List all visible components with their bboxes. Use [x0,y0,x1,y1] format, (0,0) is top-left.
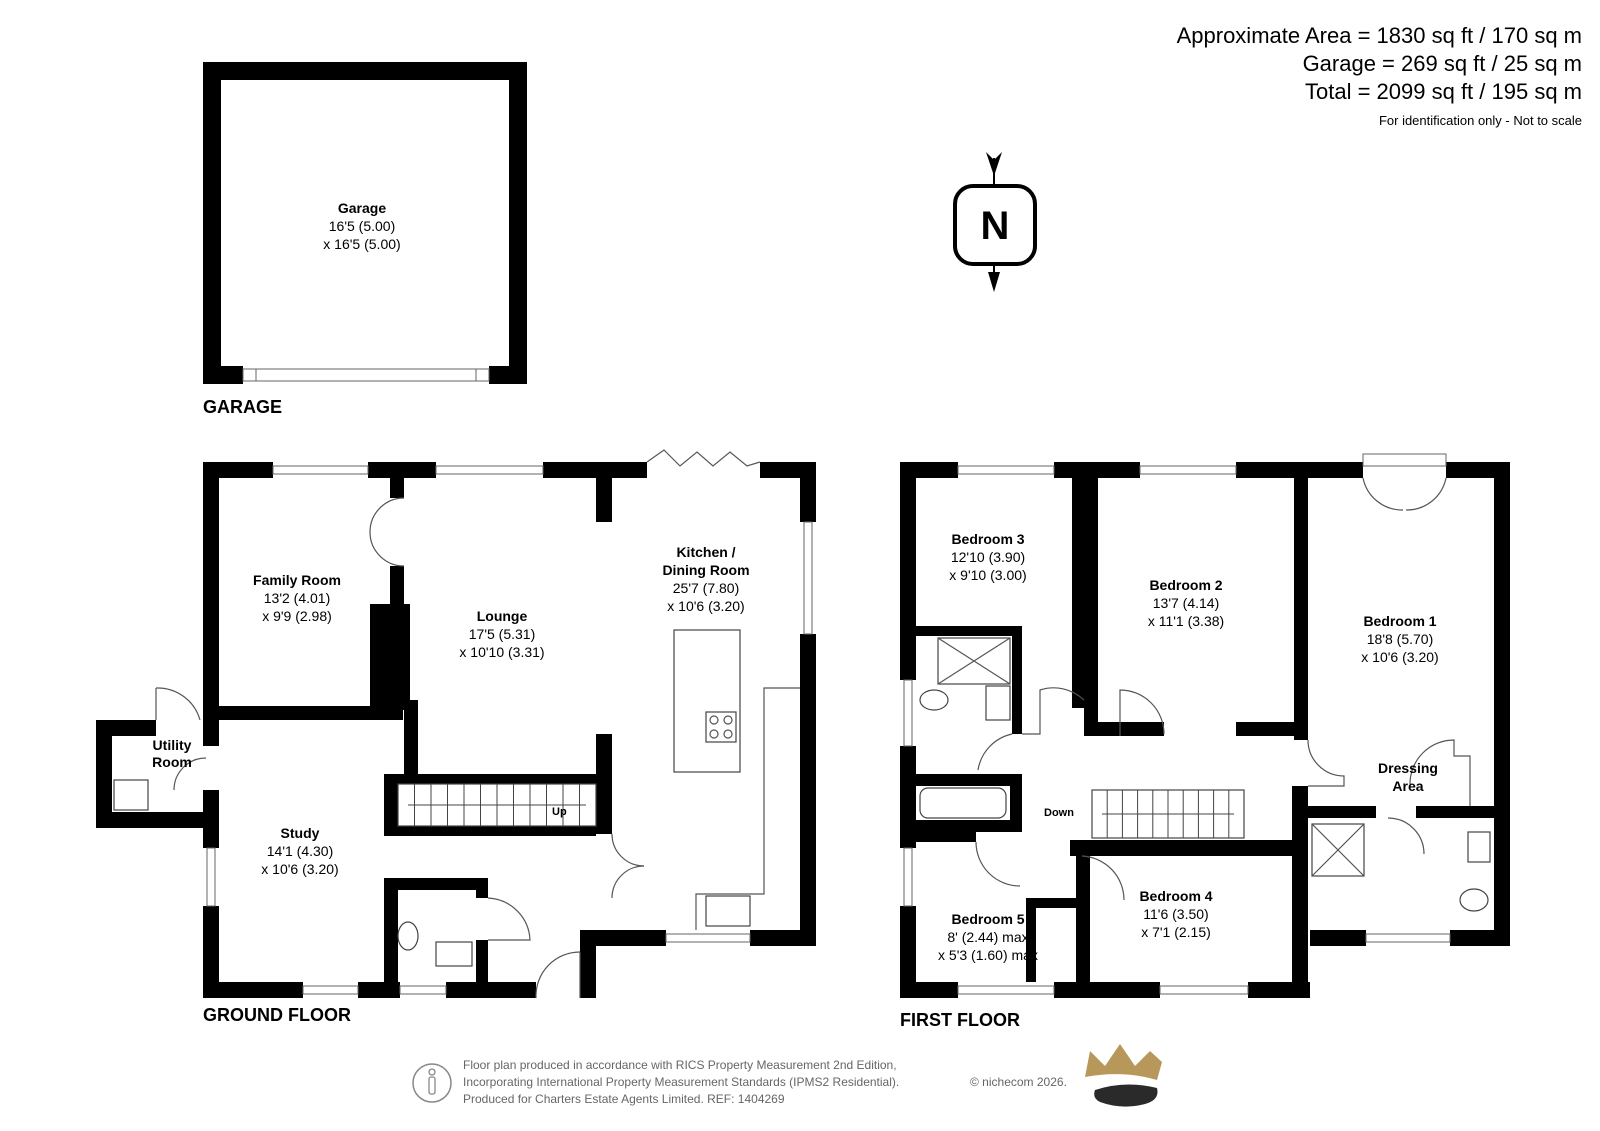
svg-text:x 10'6 (3.20): x 10'6 (3.20) [667,598,744,614]
total-area: Total = 2099 sq ft / 195 sq m [1305,79,1582,104]
svg-text:13'7 (4.14): 13'7 (4.14) [1153,595,1220,611]
svg-text:Family Room: Family Room [253,572,341,588]
svg-text:x 9'10 (3.00): x 9'10 (3.00) [949,567,1026,583]
room-study: Study 14'1 (4.30) x 10'6 (3.20) [261,825,338,877]
floor-label-first: FIRST FLOOR [900,1010,1020,1030]
svg-text:Kitchen /: Kitchen / [676,544,735,560]
svg-text:Lounge: Lounge [477,608,528,624]
first-floor-plan [900,453,1510,998]
svg-text:x 5'3 (1.60) max: x 5'3 (1.60) max [938,947,1038,963]
stairs-up [397,783,597,827]
svg-text:x 9'9 (2.98): x 9'9 (2.98) [262,608,332,624]
footer-copyright: © nichecom 2026. [970,1075,1067,1089]
room-lounge: Lounge 17'5 (5.31) x 10'10 (3.31) [459,608,544,660]
room-dressing: Dressing Area [1378,760,1438,794]
svg-text:25'7 (7.80): 25'7 (7.80) [673,580,740,596]
room-bed1: Bedroom 1 18'8 (5.70) x 10'6 (3.20) [1361,613,1438,665]
stairs-up-label: Up [552,806,567,818]
svg-text:Bedroom 1: Bedroom 1 [1363,613,1436,629]
svg-text:Garage: Garage [338,200,386,216]
room-kitchen: Kitchen / Dining Room 25'7 (7.80) x 10'6… [662,544,749,614]
svg-text:12'10 (3.90): 12'10 (3.90) [951,549,1025,565]
room-bed4: Bedroom 4 11'6 (3.50) x 7'1 (2.15) [1139,888,1212,940]
crown-logo-icon [1085,1044,1162,1107]
svg-text:x 16'5 (5.00): x 16'5 (5.00) [323,236,400,252]
footer: Floor plan produced in accordance with R… [412,1044,1162,1107]
room-family: Family Room 13'2 (4.01) x 9'9 (2.98) [253,572,341,624]
ground-floor-plan [96,449,816,999]
svg-text:16'5 (5.00): 16'5 (5.00) [329,218,396,234]
svg-text:x 10'6 (3.20): x 10'6 (3.20) [261,861,338,877]
approximate-area: Approximate Area = 1830 sq ft / 170 sq m [1177,23,1582,48]
compass-north-icon: N [953,152,1037,292]
svg-text:8' (2.44) max: 8' (2.44) max [947,929,1028,945]
svg-text:x 7'1 (2.15): x 7'1 (2.15) [1141,924,1211,940]
person-icon [412,1063,452,1103]
garage-area: Garage = 269 sq ft / 25 sq m [1303,51,1582,76]
svg-text:Bedroom 4: Bedroom 4 [1139,888,1212,904]
svg-text:x 11'1 (3.38): x 11'1 (3.38) [1148,613,1224,629]
room-bed3: Bedroom 3 12'10 (3.90) x 9'10 (3.00) [949,531,1026,583]
footer-line-3: Produced for Charters Estate Agents Limi… [463,1092,785,1106]
room-utility: Utility Room [152,737,192,770]
room-bed2: Bedroom 2 13'7 (4.14) x 11'1 (3.38) [1148,577,1224,629]
stairs-down [1091,789,1245,839]
svg-text:Area: Area [1392,778,1423,794]
svg-text:Study: Study [281,825,320,841]
svg-text:13'2 (4.01): 13'2 (4.01) [264,590,331,606]
footer-line-1: Floor plan produced in accordance with R… [463,1058,897,1072]
svg-text:Dining Room: Dining Room [662,562,749,578]
svg-text:Room: Room [152,754,192,770]
room-bed5: Bedroom 5 8' (2.44) max x 5'3 (1.60) max [938,911,1038,963]
floor-label-garage: GARAGE [203,397,282,417]
svg-text:11'6 (3.50): 11'6 (3.50) [1143,906,1208,922]
svg-text:x 10'6 (3.20): x 10'6 (3.20) [1361,649,1438,665]
area-summary: Approximate Area = 1830 sq ft / 170 sq m… [1177,23,1582,128]
stairs-down-label: Down [1044,807,1074,819]
compass-letter: N [981,204,1010,248]
garage-plan [203,62,527,384]
room-garage: Garage 16'5 (5.00) x 16'5 (5.00) [323,200,400,252]
svg-text:14'1 (4.30): 14'1 (4.30) [267,843,334,859]
svg-text:Bedroom 3: Bedroom 3 [951,531,1024,547]
scale-note: For identification only - Not to scale [1379,113,1582,128]
svg-text:18'8 (5.70): 18'8 (5.70) [1367,631,1434,647]
footer-line-2: Incorporating International Property Mea… [463,1075,899,1089]
floor-label-ground: GROUND FLOOR [203,1005,351,1025]
svg-text:Bedroom 2: Bedroom 2 [1149,577,1222,593]
svg-text:17'5 (5.31): 17'5 (5.31) [469,626,536,642]
svg-text:Bedroom 5: Bedroom 5 [951,911,1024,927]
svg-text:Dressing: Dressing [1378,760,1438,776]
svg-text:Utility: Utility [153,737,192,753]
svg-text:x 10'10 (3.31): x 10'10 (3.31) [459,644,544,660]
